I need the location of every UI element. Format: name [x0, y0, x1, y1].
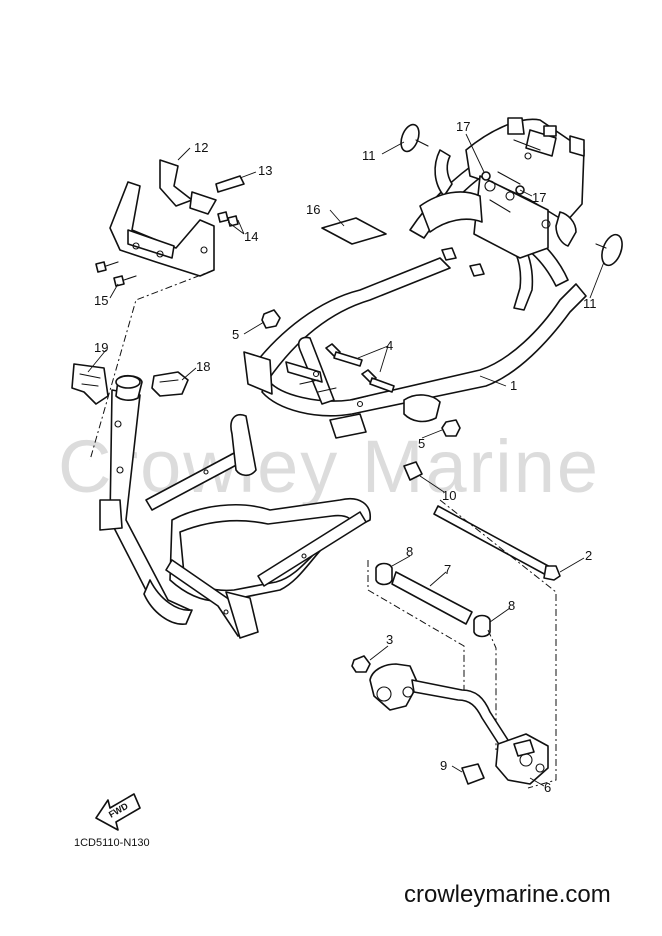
callout-10: 10	[442, 488, 456, 503]
callout-17-upper: 17	[456, 119, 470, 134]
callouts: 1 2 3 4 5 5 6 7 8 8 9 10 11 11 12 13 14 …	[94, 119, 597, 795]
callout-8-left: 8	[406, 544, 413, 559]
callout-7: 7	[444, 562, 451, 577]
callout-12: 12	[194, 140, 208, 155]
callout-2: 2	[585, 548, 592, 563]
callout-5-upper: 5	[232, 327, 239, 342]
leader-lines	[87, 133, 605, 787]
callout-17-lower: 17	[532, 190, 546, 205]
label-and-caps	[321, 123, 623, 277]
side-brackets	[71, 363, 189, 405]
main-frame	[99, 117, 587, 639]
watermark-text: Crowley Marine	[58, 425, 600, 508]
callout-11-right: 11	[583, 296, 597, 311]
site-url: crowleymarine.com	[404, 881, 611, 908]
callout-19: 19	[94, 340, 108, 355]
callout-5-lower: 5	[418, 436, 425, 451]
callout-3: 3	[386, 632, 393, 647]
callout-18: 18	[196, 359, 210, 374]
callout-9: 9	[440, 758, 447, 773]
callout-14: 14	[244, 229, 258, 244]
callout-6: 6	[544, 780, 551, 795]
engine-hanger-parts	[261, 309, 561, 789]
callout-1: 1	[510, 378, 517, 393]
callout-8-right: 8	[508, 598, 515, 613]
callout-15: 15	[94, 293, 108, 308]
callout-13: 13	[258, 163, 272, 178]
upper-bracket-assembly	[89, 159, 245, 461]
callout-4: 4	[386, 338, 393, 353]
diagram-code: 1CD5110-N130	[74, 837, 150, 849]
callout-16: 16	[306, 202, 320, 217]
fwd-arrow: FWD	[95, 793, 141, 831]
callout-11-left: 11	[362, 148, 376, 163]
